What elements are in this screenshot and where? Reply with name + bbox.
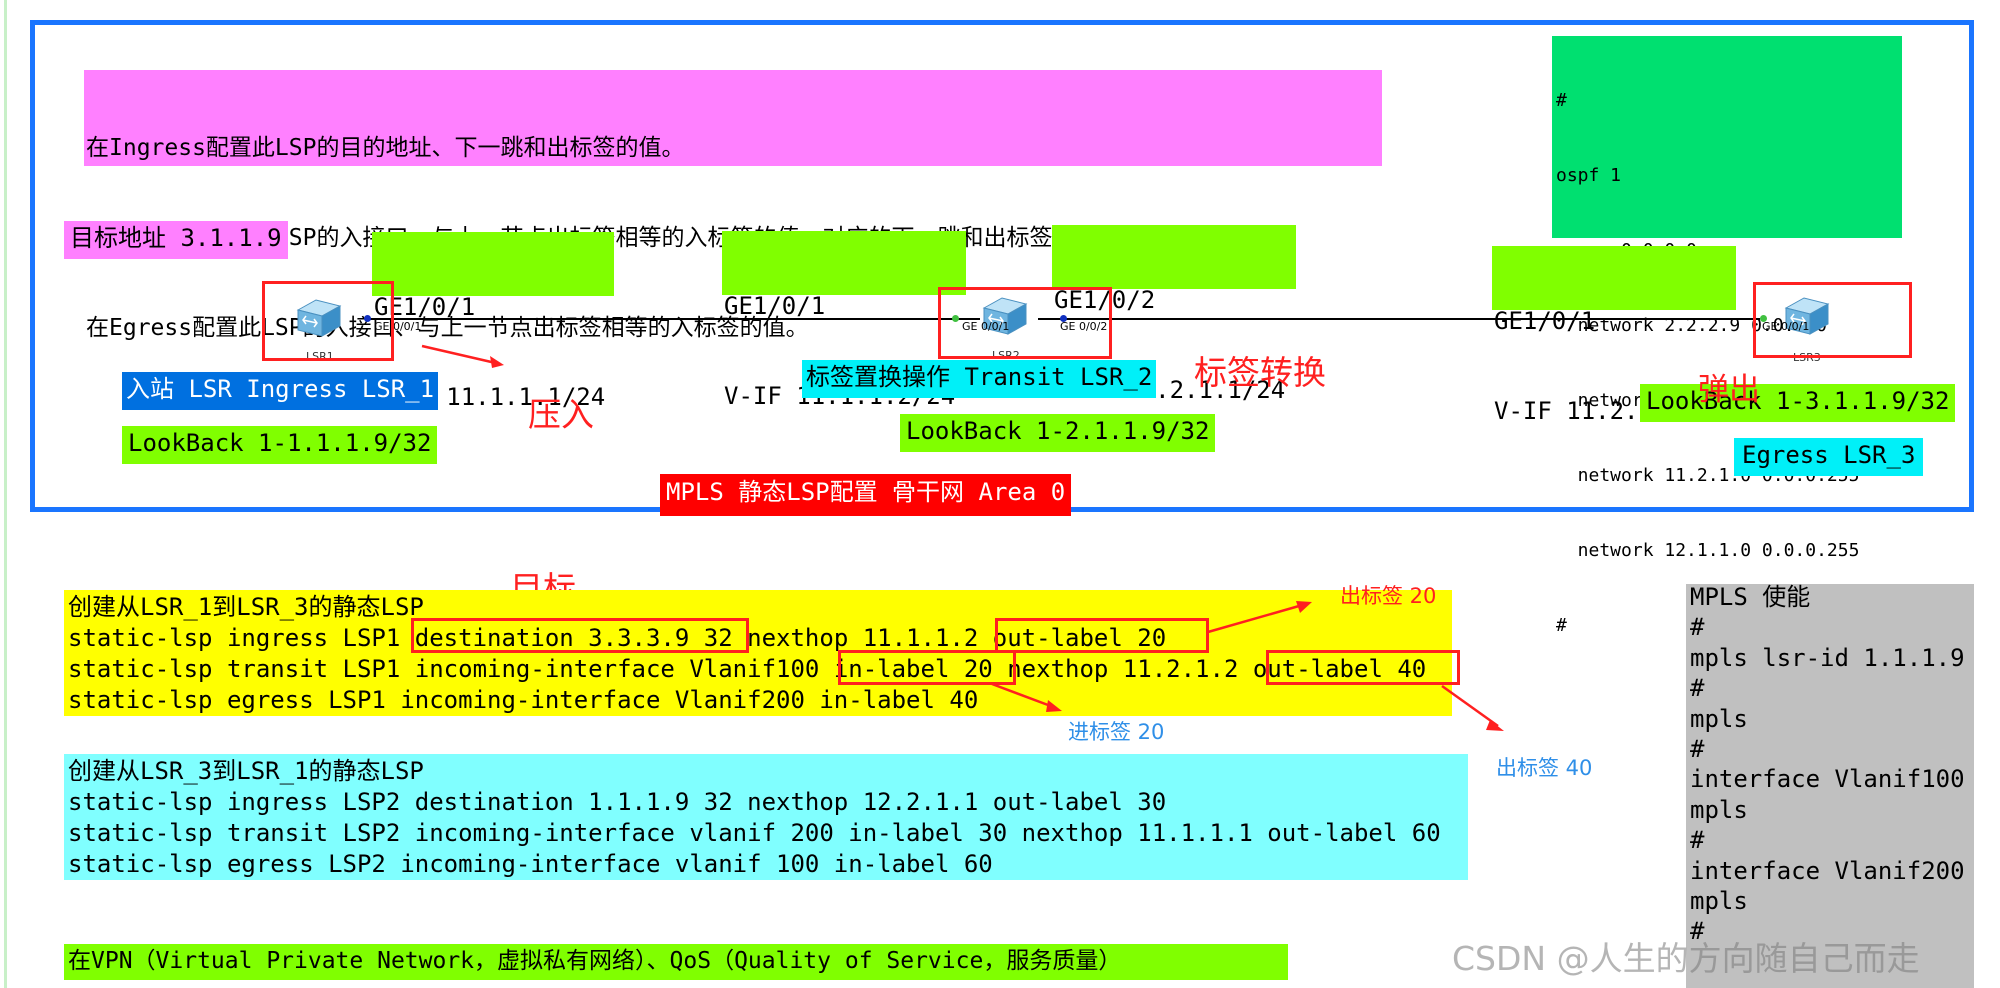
lsp2-config-block	[64, 754, 1468, 880]
code-text: static-lsp transit LSP1 incoming-interfa…	[68, 655, 834, 683]
mpls-line: mpls	[1690, 704, 1748, 733]
pop-action-label: 弹出	[1698, 372, 1760, 408]
lsr3-port-label: GE 0/0/1	[1762, 320, 1810, 333]
note-line: 在Ingress配置此LSP的目的地址、下一跳和出标签的值。	[86, 135, 685, 161]
lsp1-config-text: 创建从LSR_1到LSR_3的静态LSP static-lsp ingress …	[68, 592, 1426, 716]
lsp2-transit-line: static-lsp transit LSP2 incoming-interfa…	[68, 819, 1441, 847]
switch-icon[interactable]	[980, 294, 1030, 338]
lsr2-left-interface-label: GE1/0/1 V-IF 11.1.1.2/24	[722, 231, 966, 410]
lsp2-egress-line: static-lsp egress LSP2 incoming-interfac…	[68, 850, 993, 878]
destination-highlight	[411, 618, 749, 653]
mpls-line: mpls lsr-id 1.1.1.9	[1690, 643, 1965, 672]
vpn-qos-note: 在VPN（Virtual Private Network，虚拟私有网络）、QoS…	[64, 944, 1288, 980]
lsp2-ingress-line: static-lsp ingress LSP2 destination 1.1.…	[68, 788, 1167, 816]
iface-name: GE1/0/1	[724, 292, 826, 320]
out-label-40-arrow	[1441, 684, 1504, 731]
lsp2-config-text: 创建从LSR_3到LSR_1的静态LSP static-lsp ingress …	[68, 756, 1441, 880]
code-text: nexthop 11.2.1.2	[992, 655, 1253, 683]
in-label-20-arrow	[991, 682, 1062, 712]
iface-name: GE1/0/1	[374, 293, 476, 321]
mpls-line: mpls	[1690, 887, 1748, 916]
ospf-line: #	[1556, 90, 1567, 111]
switch-icon[interactable]	[1782, 294, 1832, 338]
mpls-enable-text: MPLS 使能 # mpls lsr-id 1.1.1.9 # mpls # i…	[1690, 582, 1965, 947]
mpls-line: #	[1690, 613, 1705, 642]
lsr2-right-interface-label: GE1/0/2 V-IF 11.2.1.1/24	[1052, 225, 1296, 404]
mpls-line: MPLS 使能	[1690, 583, 1811, 611]
iface-name: GE1/0/1	[1494, 307, 1596, 335]
code-text: static-lsp ingress LSP1	[68, 624, 415, 652]
out-label-20-annotation: 出标签 20	[1340, 584, 1437, 608]
lsr2-highlight-box	[938, 287, 1112, 359]
ospf-config-box: # ospf 1 area 0.0.0.0 network 2.2.2.9 0.…	[1552, 36, 1902, 636]
push-action-label: 压入	[528, 395, 594, 434]
lsp1-ingress-line: static-lsp ingress LSP1 destination 3.3.…	[68, 623, 1426, 654]
code-text: nexthop 11.1.1.2	[732, 624, 993, 652]
lsr3-loopback-label: LookBack 1-3.1.1.9/32	[1640, 384, 1956, 422]
out-label-40-annotation: 出标签 40	[1496, 756, 1593, 780]
swap-action-label: 标签转换	[1194, 353, 1326, 392]
port-dot	[952, 315, 959, 322]
config-note: 在Ingress配置此LSP的目的地址、下一跳和出标签的值。 在Transit配…	[84, 70, 1382, 341]
out-label-param: out-label 20	[992, 624, 1167, 652]
mpls-line: interface Vlanif200	[1690, 856, 1965, 885]
destination-param: destination 3.3.3.9 32	[414, 624, 733, 652]
out-label-param: out-label 40	[1252, 655, 1427, 683]
lsr3-role-label: Egress LSR_3	[1734, 438, 1924, 476]
mpls-line: mpls	[1690, 795, 1748, 824]
mpls-enable-box	[1686, 584, 1974, 988]
diagram-title: MPLS 静态LSP配置 骨干网 Area 0	[660, 474, 1072, 516]
lsr1-interface-label: GE1/0/1 V-IF 11.1.1.1/24	[372, 232, 614, 411]
lsr1-role-label: 入站 LSR Ingress LSR_1	[122, 372, 439, 410]
port-dot	[1760, 315, 1767, 322]
lsr2-loopback-label: LookBack 1-2.1.1.9/32	[900, 414, 1216, 452]
lsr3-interface-label: GE1/0/1 V-IF 11.2.1.2/24	[1492, 246, 1736, 425]
out-label-20-arrow	[1207, 601, 1312, 634]
lsr1-port-label: GE 0/0/1	[374, 320, 422, 333]
lsp1-transit-line: static-lsp transit LSP1 incoming-interfa…	[68, 654, 1426, 685]
target-address-label: 目标地址 3.1.1.9	[64, 221, 288, 259]
ospf-line: ospf 1	[1556, 165, 1622, 186]
out-label-40-highlight	[1266, 650, 1460, 685]
mpls-line: #	[1690, 917, 1705, 946]
link-line-1-2	[366, 318, 980, 320]
lsp1-egress-line: static-lsp egress LSP1 incoming-interfac…	[68, 686, 979, 714]
ospf-line: #	[1556, 615, 1567, 636]
push-arrow	[421, 344, 504, 368]
mpls-line: #	[1690, 826, 1705, 855]
mpls-line: #	[1690, 735, 1705, 764]
lsp1-title: 创建从LSR_1到LSR_3的静态LSP	[68, 593, 424, 621]
mpls-line: interface Vlanif100	[1690, 765, 1965, 794]
ospf-line: network 12.1.1.0 0.0.0.255	[1556, 540, 1860, 561]
port-dot	[364, 315, 371, 322]
iface-name: GE1/0/2	[1054, 286, 1156, 314]
lsr2-left-port-label: GE 0/0/1	[962, 320, 1010, 333]
lsr2-role-label: 标签置换操作 Transit LSR_2	[802, 360, 1157, 398]
in-label-20-annotation: 进标签 20	[1068, 720, 1165, 744]
link-line-2-3	[1038, 318, 1760, 320]
lsr1-loopback-label: LookBack 1-1.1.1.9/32	[122, 426, 438, 464]
in-label-20-highlight	[838, 650, 1016, 685]
left-edge-line	[4, 0, 7, 988]
lsr2-right-port-label: GE 0/0/2	[1060, 320, 1108, 333]
mpls-line: #	[1690, 674, 1705, 703]
port-dot	[1060, 315, 1067, 322]
lsr1-highlight-box	[262, 281, 394, 361]
lsp2-title: 创建从LSR_3到LSR_1的静态LSP	[68, 757, 424, 785]
in-label-param: in-label 20	[833, 655, 993, 683]
out-label-20-highlight	[995, 618, 1209, 653]
lsr3-highlight-box	[1753, 282, 1912, 358]
switch-icon[interactable]	[294, 296, 344, 340]
lsp1-config-block	[64, 590, 1452, 716]
csdn-watermark: CSDN @人生的方向随自己而走	[1452, 939, 1920, 978]
